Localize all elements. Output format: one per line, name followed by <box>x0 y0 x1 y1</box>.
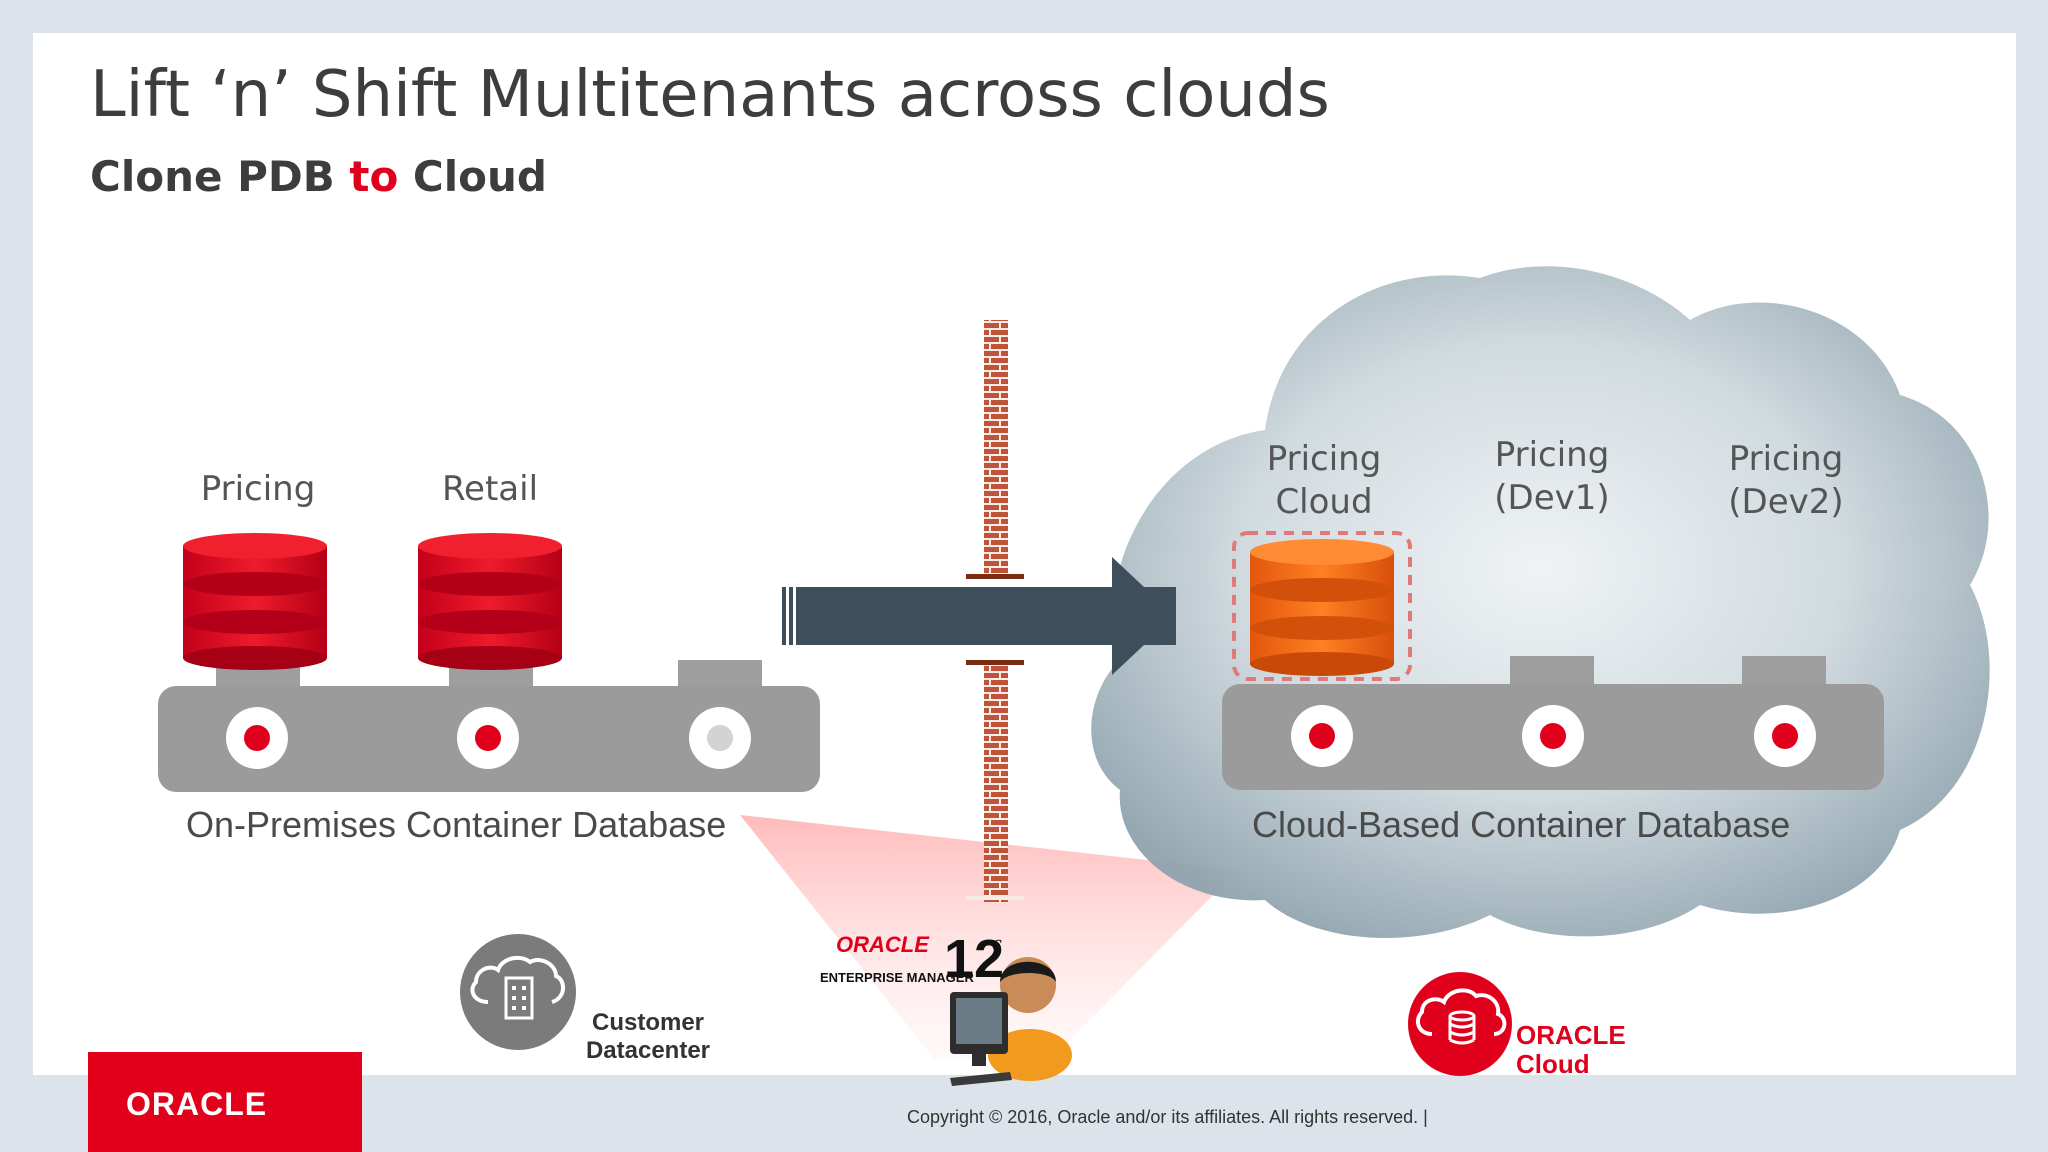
cloud-db-label-pricing-cloud: Pricing Cloud <box>1244 438 1404 523</box>
cloud-container-label: Cloud-Based Container Database <box>1252 804 1791 845</box>
cloud-building-icon <box>460 934 576 1050</box>
on-premises-container <box>158 660 820 792</box>
slot-1 <box>226 707 288 769</box>
subtitle-part2: Cloud <box>398 152 547 201</box>
em-product: ENTERPRISE MANAGER <box>820 970 974 985</box>
cloud-slot-2 <box>1522 705 1584 767</box>
slot-2 <box>457 707 519 769</box>
oracle-logo-text: ORACLE <box>126 1086 268 1122</box>
oracle-cloud-icon <box>1408 972 1512 1076</box>
projection-beam <box>740 815 1238 1060</box>
database-icon-retail <box>418 533 562 670</box>
cloud-container <box>1222 656 1884 790</box>
database-icon-pricing <box>183 533 327 670</box>
oracle-cloud-line1: ORACLE <box>1516 1020 1626 1050</box>
oracle-cloud-label: ORACLE Cloud <box>1516 1021 1626 1078</box>
user-computer-icon <box>950 957 1072 1086</box>
datacenter-line1: Customer <box>591 1009 705 1036</box>
em-version: 12 <box>944 929 1005 989</box>
slide-title: Lift ‘n’ Shift Multitenants across cloud… <box>90 58 1330 132</box>
em-version-suffix: c <box>992 930 1002 955</box>
cloud-db-label-1-line2: Cloud <box>1275 481 1373 522</box>
db-label-retail: Retail <box>441 469 539 509</box>
oracle-logo: ORACLE <box>88 1052 362 1152</box>
copyright-text: Copyright © 2016, Oracle and/or its affi… <box>907 1107 1428 1127</box>
cloud-slot-3 <box>1754 705 1816 767</box>
cloud-slot-1 <box>1291 705 1353 767</box>
cloud-db-label-pricing-dev1: Pricing (Dev1) <box>1472 434 1632 519</box>
cloud-db-label-1-line1: Pricing <box>1266 439 1382 479</box>
cloud-db-label-2-line2: (Dev1) <box>1494 477 1610 518</box>
datacenter-line2: Datacenter <box>585 1036 711 1064</box>
subtitle-highlight: to <box>349 152 399 201</box>
cloud-db-label-3-line2: (Dev2) <box>1728 481 1844 522</box>
arrow-icon <box>782 557 1176 675</box>
slot-3-empty <box>689 707 751 769</box>
em-brand: ORACLE <box>836 932 929 957</box>
cloud-db-label-3-line1: Pricing <box>1728 439 1844 479</box>
cloud-db-label-pricing-dev2: Pricing (Dev2) <box>1706 438 1866 523</box>
oracle-cloud-line2: Cloud <box>1516 1048 1590 1079</box>
database-icon-pricing-cloud <box>1232 531 1412 681</box>
slide-subtitle: Clone PDB to Cloud <box>90 152 547 201</box>
db-label-pricing: Pricing <box>200 469 316 509</box>
subtitle-part1: Clone PDB <box>90 152 350 201</box>
on-premises-container-label: On-Premises Container Database <box>186 804 727 845</box>
cloud-db-label-2-line1: Pricing <box>1494 435 1610 475</box>
firewall-icon <box>966 320 1024 902</box>
customer-datacenter-label: Customer Datacenter <box>568 1009 728 1064</box>
